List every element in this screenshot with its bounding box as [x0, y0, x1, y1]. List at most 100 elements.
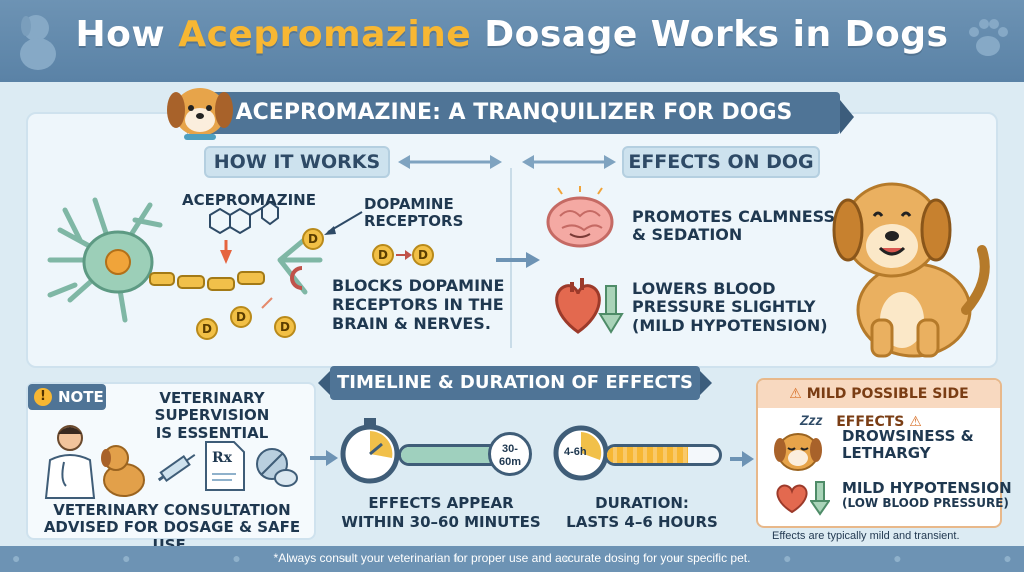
how-it-works-heading: HOW IT WORKS	[204, 146, 390, 178]
happy-dog-illustration	[822, 160, 994, 360]
paw-icon: ●	[1003, 550, 1012, 566]
note-tag: ! NOTE	[28, 384, 106, 410]
heart-icon	[548, 272, 608, 338]
double-arrow-icon	[398, 152, 502, 172]
heart-icon	[774, 482, 810, 514]
dopamine-molecule: D	[274, 316, 296, 338]
blood-pressure-text: LOWERS BLOOD PRESSURE SLIGHTLY (MILD HYP…	[632, 279, 828, 335]
paw-icon: ●	[562, 550, 572, 566]
down-arrow-icon	[809, 480, 831, 516]
blocks-dopamine-text: BLOCKS DOPAMINE RECEPTORS IN THE BRAIN &…	[332, 276, 504, 334]
flow-arrow-icon	[310, 448, 338, 468]
title-prefix: How	[75, 14, 179, 55]
hypotension-text: MILD HYPOTENSION (LOW BLOOD PRESSURE)	[842, 479, 1012, 511]
onset-line: WITHIN 30–60 MINUTES	[341, 512, 541, 531]
blocks-line: BLOCKS DOPAMINE	[332, 276, 505, 295]
warning-icon: ⚠	[909, 414, 922, 430]
dopamine-molecule: D	[412, 244, 434, 266]
paw-icon: ●	[122, 550, 131, 566]
hypotension-line: (LOW BLOOD PRESSURE)	[842, 496, 1009, 511]
prescription-icon: Rx	[204, 440, 246, 492]
hypotension-line: MILD HYPOTENSION	[842, 479, 1012, 497]
drowsiness-line: DROWSINESS &	[842, 427, 974, 445]
onset-progress-bar	[398, 444, 508, 466]
page-title: How Acepromazine Dosage Works in Dogs	[0, 14, 1024, 55]
receptors-label-line: RECEPTORS	[364, 212, 464, 231]
zzz-label: Zzz	[800, 412, 823, 428]
side-effects-heading-label: MILD POSSIBLE SIDE EFFECTS	[806, 386, 969, 430]
receptors-label: DOPAMINE RECEPTORS	[364, 195, 464, 231]
warning-icon: !	[34, 388, 52, 406]
double-arrow-icon	[522, 152, 616, 172]
calmness-line: & SEDATION	[632, 225, 743, 245]
flow-arrow-icon	[494, 250, 540, 270]
supervision-headline: VETERINARY SUPERVISION IS ESSENTIAL	[112, 389, 312, 442]
pills-icon	[254, 446, 300, 490]
paw-icon: ●	[452, 550, 462, 566]
arrow-right-icon	[396, 248, 412, 262]
dopamine-receptor: D	[302, 228, 324, 250]
rx-label: Rx	[212, 450, 232, 466]
duration-text: DURATION: LASTS 4–6 HOURS	[552, 494, 732, 532]
stopwatch-icon	[338, 416, 402, 484]
onset-bar-fill	[401, 447, 505, 463]
paw-icon: ●	[783, 550, 792, 566]
onset-line: EFFECTS APPEAR	[368, 494, 514, 512]
flow-arrow-icon	[730, 450, 754, 468]
onset-badge: 30- 60m	[488, 432, 532, 476]
acepromazine-label: ACEPROMAZINE	[182, 191, 316, 209]
onset-badge-line: 30-	[502, 443, 518, 455]
duration-badge: 4-6h	[564, 446, 587, 458]
warning-icon: ⚠	[789, 386, 802, 402]
blood-pressure-line: PRESSURE SLIGHTLY	[632, 297, 816, 317]
blood-pressure-line: (MILD HYPOTENSION)	[632, 315, 828, 335]
dopamine-molecule: D	[372, 244, 394, 266]
calmness-text: PROMOTES CALMNESS & SEDATION	[632, 207, 835, 245]
syringe-icon	[154, 446, 200, 486]
drowsiness-text: DROWSINESS & LETHARGY	[842, 427, 974, 463]
dopamine-molecule: D	[196, 318, 218, 340]
side-effects-heading: ⚠ MILD POSSIBLE SIDE EFFECTS ⚠	[758, 380, 1000, 430]
veterinarian-illustration	[36, 420, 156, 500]
footer-paws: ● ● ● ● ● ● ● ● ● ●	[12, 550, 1012, 566]
drowsiness-line: LETHARGY	[842, 444, 931, 463]
blood-pressure-line: LOWERS BLOOD	[632, 279, 776, 298]
paw-icon: ●	[12, 550, 21, 566]
dog-silhouette-icon	[6, 6, 76, 76]
brain-icon	[540, 186, 620, 252]
title-suffix: Dosage Works in Dogs	[471, 14, 949, 55]
onset-badge-line: 60m	[498, 455, 522, 468]
consultation-line: VETERINARY CONSULTATION	[53, 501, 291, 519]
blocks-line: BRAIN & NERVES.	[332, 314, 491, 334]
pointer-arrow-icon	[322, 208, 364, 238]
blocks-line: RECEPTORS IN THE	[332, 295, 504, 315]
dog-face-icon	[160, 78, 240, 144]
footer-disclaimer: *Always consult your veterinarian for pr…	[273, 551, 751, 565]
duration-progress-bar	[604, 444, 722, 466]
footer-bar	[0, 546, 1024, 572]
onset-text: EFFECTS APPEAR WITHIN 30–60 MINUTES	[334, 494, 548, 532]
note-tag-label: NOTE	[58, 388, 104, 406]
duration-line: LASTS 4–6 HOURS	[566, 512, 718, 531]
paw-icon: ●	[893, 550, 902, 566]
dopamine-molecule: D	[230, 306, 252, 328]
header-bar	[0, 0, 1024, 82]
paw-icon: ●	[232, 550, 241, 566]
sleepy-dog-icon	[768, 414, 830, 474]
timeline-banner: TIMELINE & DURATION OF EFFECTS	[318, 366, 712, 400]
consultation-text: VETERINARY CONSULTATION ADVISED FOR DOSA…	[34, 501, 310, 554]
side-effects-footnote: Effects are typically mild and transient…	[772, 530, 960, 542]
calmness-line: PROMOTES CALMNESS	[632, 207, 835, 226]
supervision-line: VETERINARY SUPERVISION	[154, 389, 270, 425]
supervision-line: IS ESSENTIAL	[155, 423, 269, 442]
section-banner: ACEPROMAZINE: A TRANQUILIZER FOR DOGS	[174, 92, 854, 134]
receptors-label-line: DOPAMINE	[364, 195, 454, 213]
duration-line: DURATION:	[595, 494, 689, 512]
neuron-illustration	[40, 180, 340, 340]
duration-bar-fill	[607, 447, 688, 463]
title-highlight: Acepromazine	[178, 14, 472, 55]
paw-print-icon	[960, 10, 1016, 66]
effects-heading: EFFECTS ON DOG	[622, 146, 820, 178]
paw-icon: ●	[342, 550, 351, 566]
paw-icon: ●	[672, 550, 682, 566]
